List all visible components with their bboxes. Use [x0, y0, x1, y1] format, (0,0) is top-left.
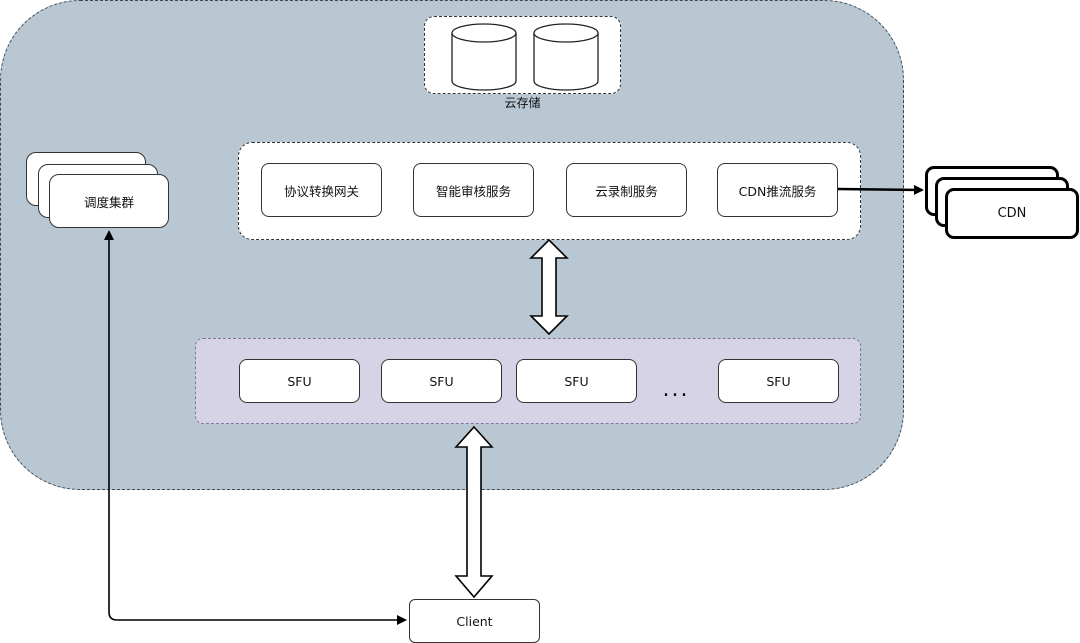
sfu-node[interactable]: SFU	[239, 359, 360, 403]
scheduler-arrowhead	[104, 230, 114, 240]
database-icon	[533, 23, 599, 91]
cdn-node[interactable]: CDN	[945, 188, 1079, 239]
client-arrowhead	[397, 615, 407, 625]
services-sfu-double-arrow	[529, 238, 569, 336]
sfu-node[interactable]: SFU	[381, 359, 502, 403]
cdn-push-arrow	[837, 184, 924, 195]
cloud-storage-label: 云存储	[504, 96, 541, 110]
cdn-push-node[interactable]: CDN推流服务	[717, 163, 838, 217]
sfu-ellipsis: ...	[662, 377, 690, 402]
protocol-gateway-node[interactable]: 协议转换网关	[261, 163, 382, 217]
sfu-node[interactable]: SFU	[718, 359, 839, 403]
sfu-client-double-arrow	[454, 425, 494, 599]
cloud-recording-node[interactable]: 云录制服务	[566, 163, 687, 217]
smart-review-node[interactable]: 智能审核服务	[413, 163, 534, 217]
scheduler-cluster-node[interactable]: 调度集群	[49, 174, 169, 228]
sfu-node[interactable]: SFU	[516, 359, 637, 403]
database-icon	[451, 23, 517, 91]
scheduler-client-connector	[108, 238, 398, 621]
client-node[interactable]: Client	[409, 599, 540, 643]
database-icon-group	[451, 23, 599, 91]
cloud-storage-panel	[424, 16, 621, 94]
